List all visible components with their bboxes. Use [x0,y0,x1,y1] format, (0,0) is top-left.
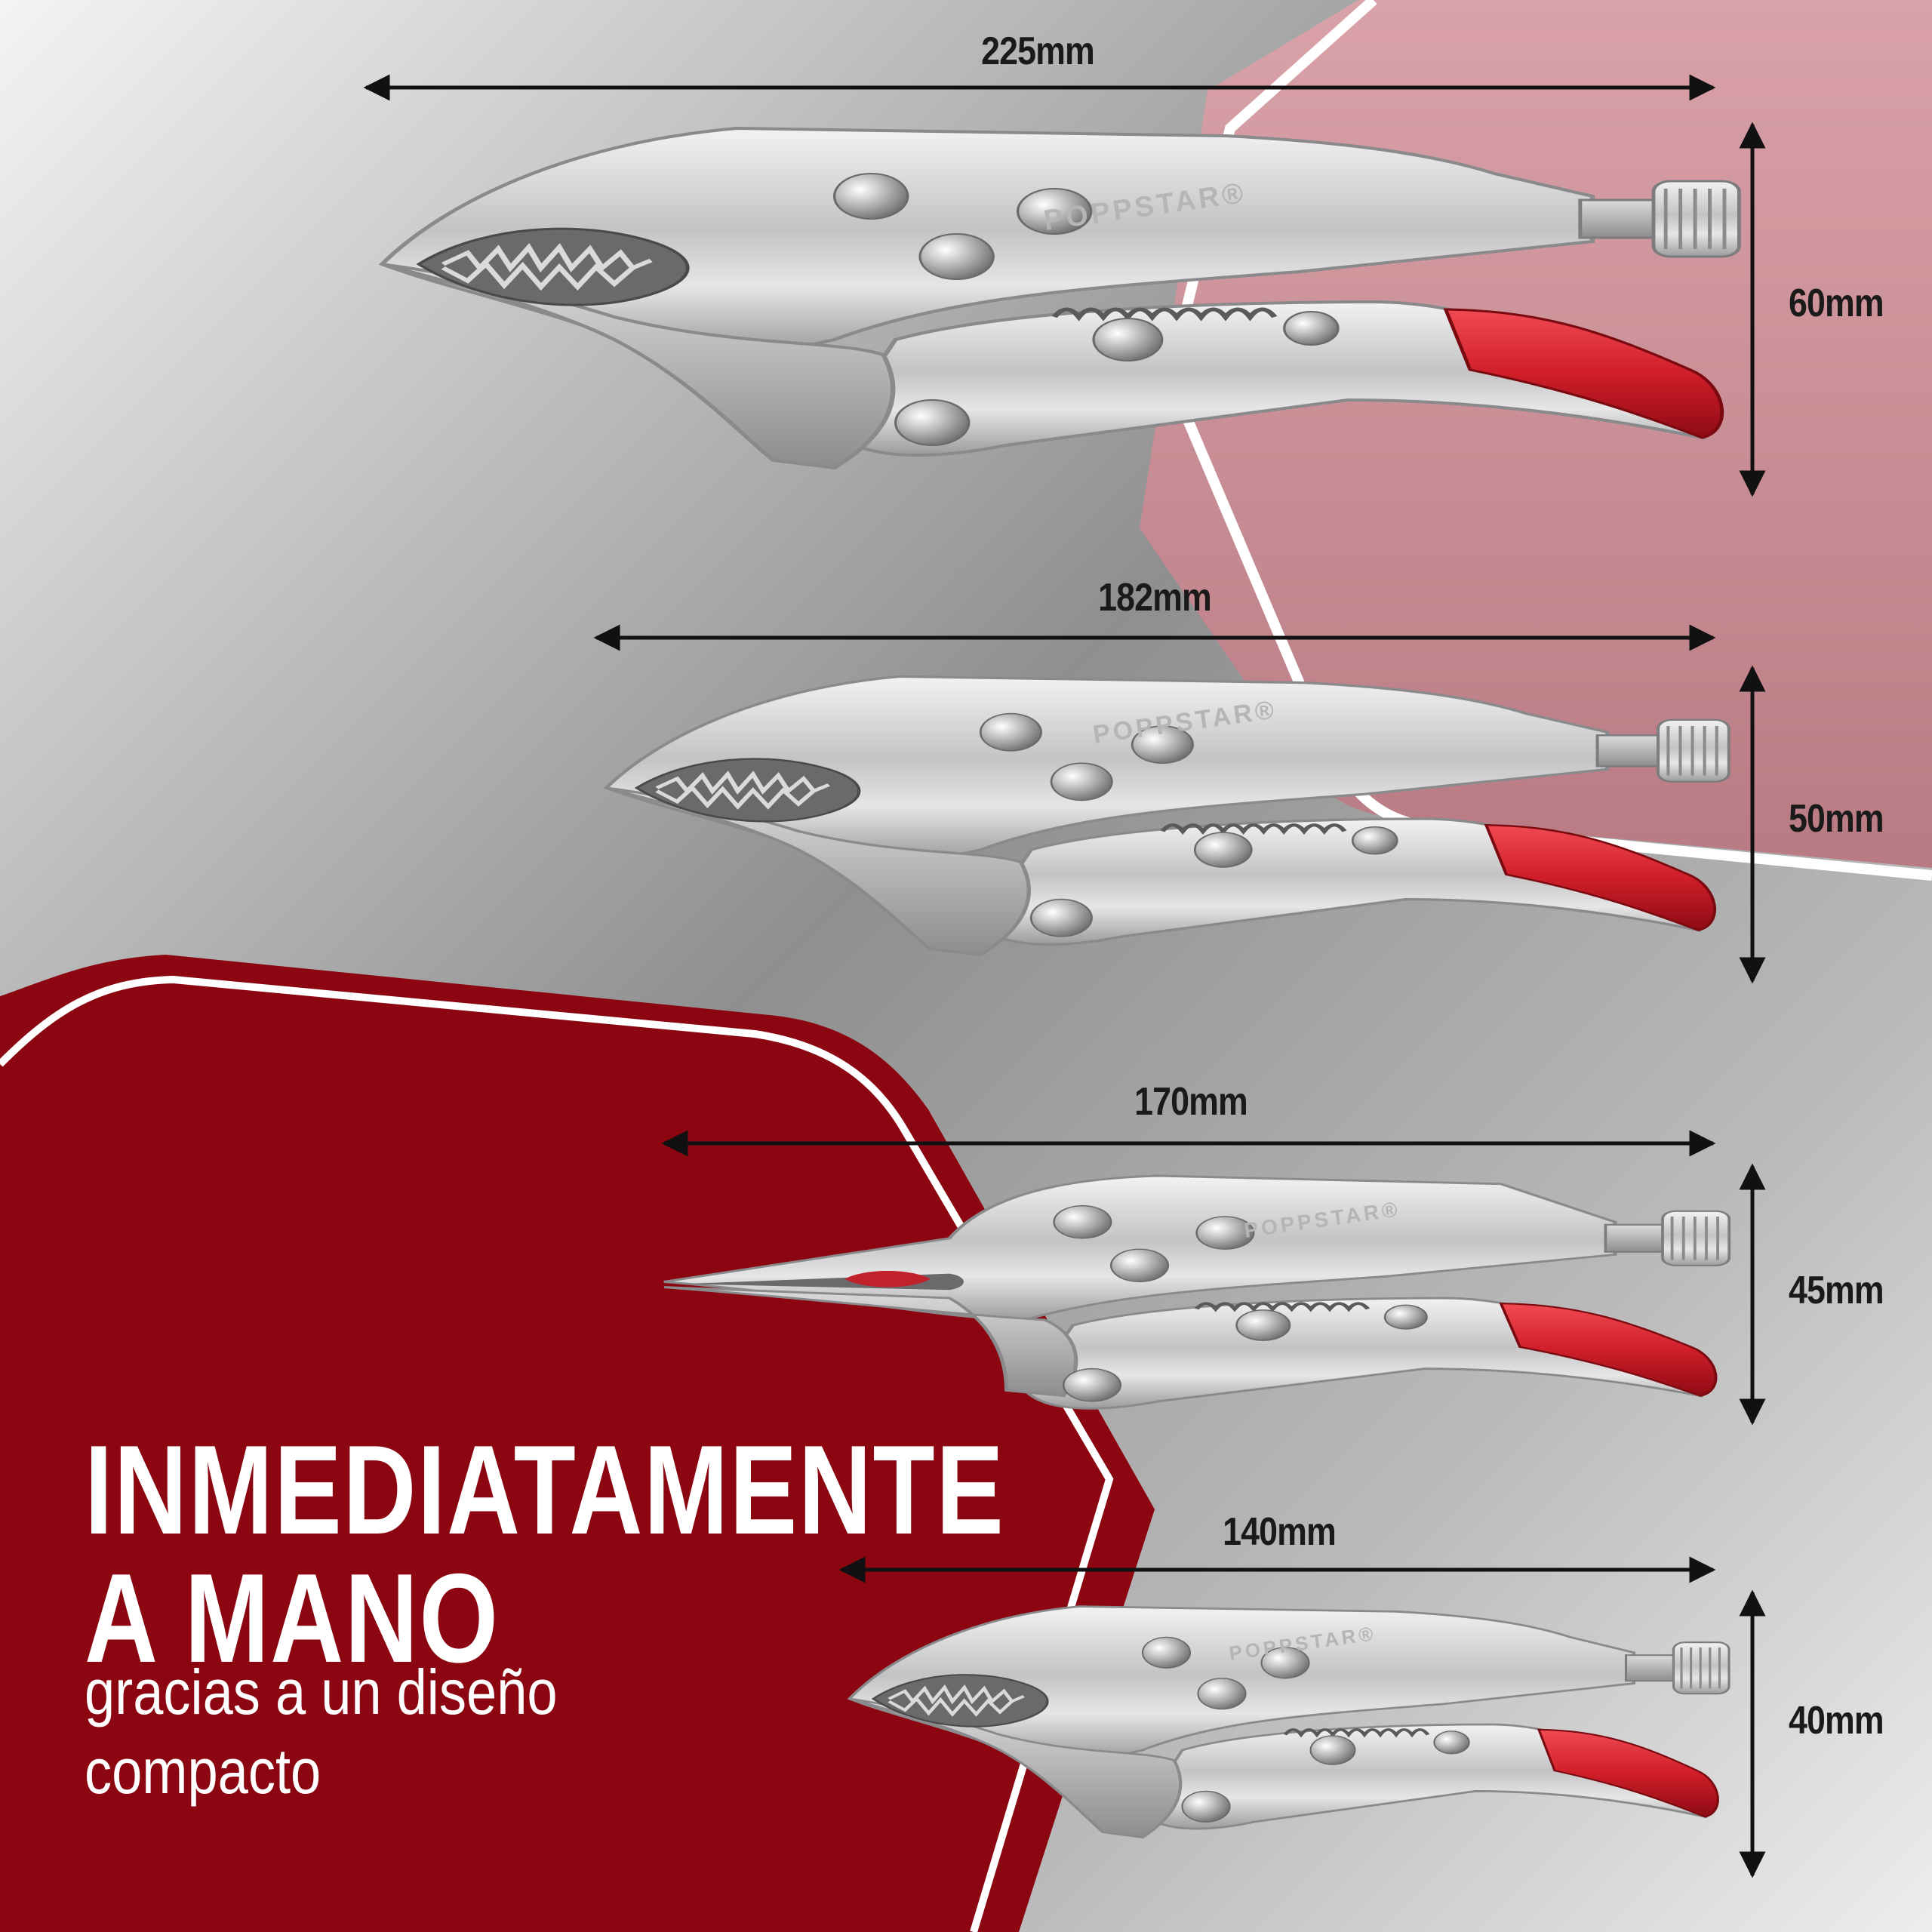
height-label-3: 45mm [1789,1269,1884,1312]
length-label-2: 182mm [1098,576,1212,620]
headline-line-1: INMEDIATAMENTE [85,1419,1005,1561]
height-label-2: 50mm [1789,797,1884,841]
subheadline-line-2: compacto [85,1736,321,1807]
height-label-4: 40mm [1789,1699,1884,1743]
length-label-4: 140mm [1223,1510,1337,1554]
dark-red-panel-outline [0,975,1114,1932]
height-label-1: 60mm [1789,281,1884,325]
subheadline-line-1: gracias a un diseño [85,1657,558,1727]
length-label-3: 170mm [1134,1080,1248,1124]
headline-line-2: A MANO [85,1547,500,1689]
length-label-1: 225mm [981,29,1095,73]
